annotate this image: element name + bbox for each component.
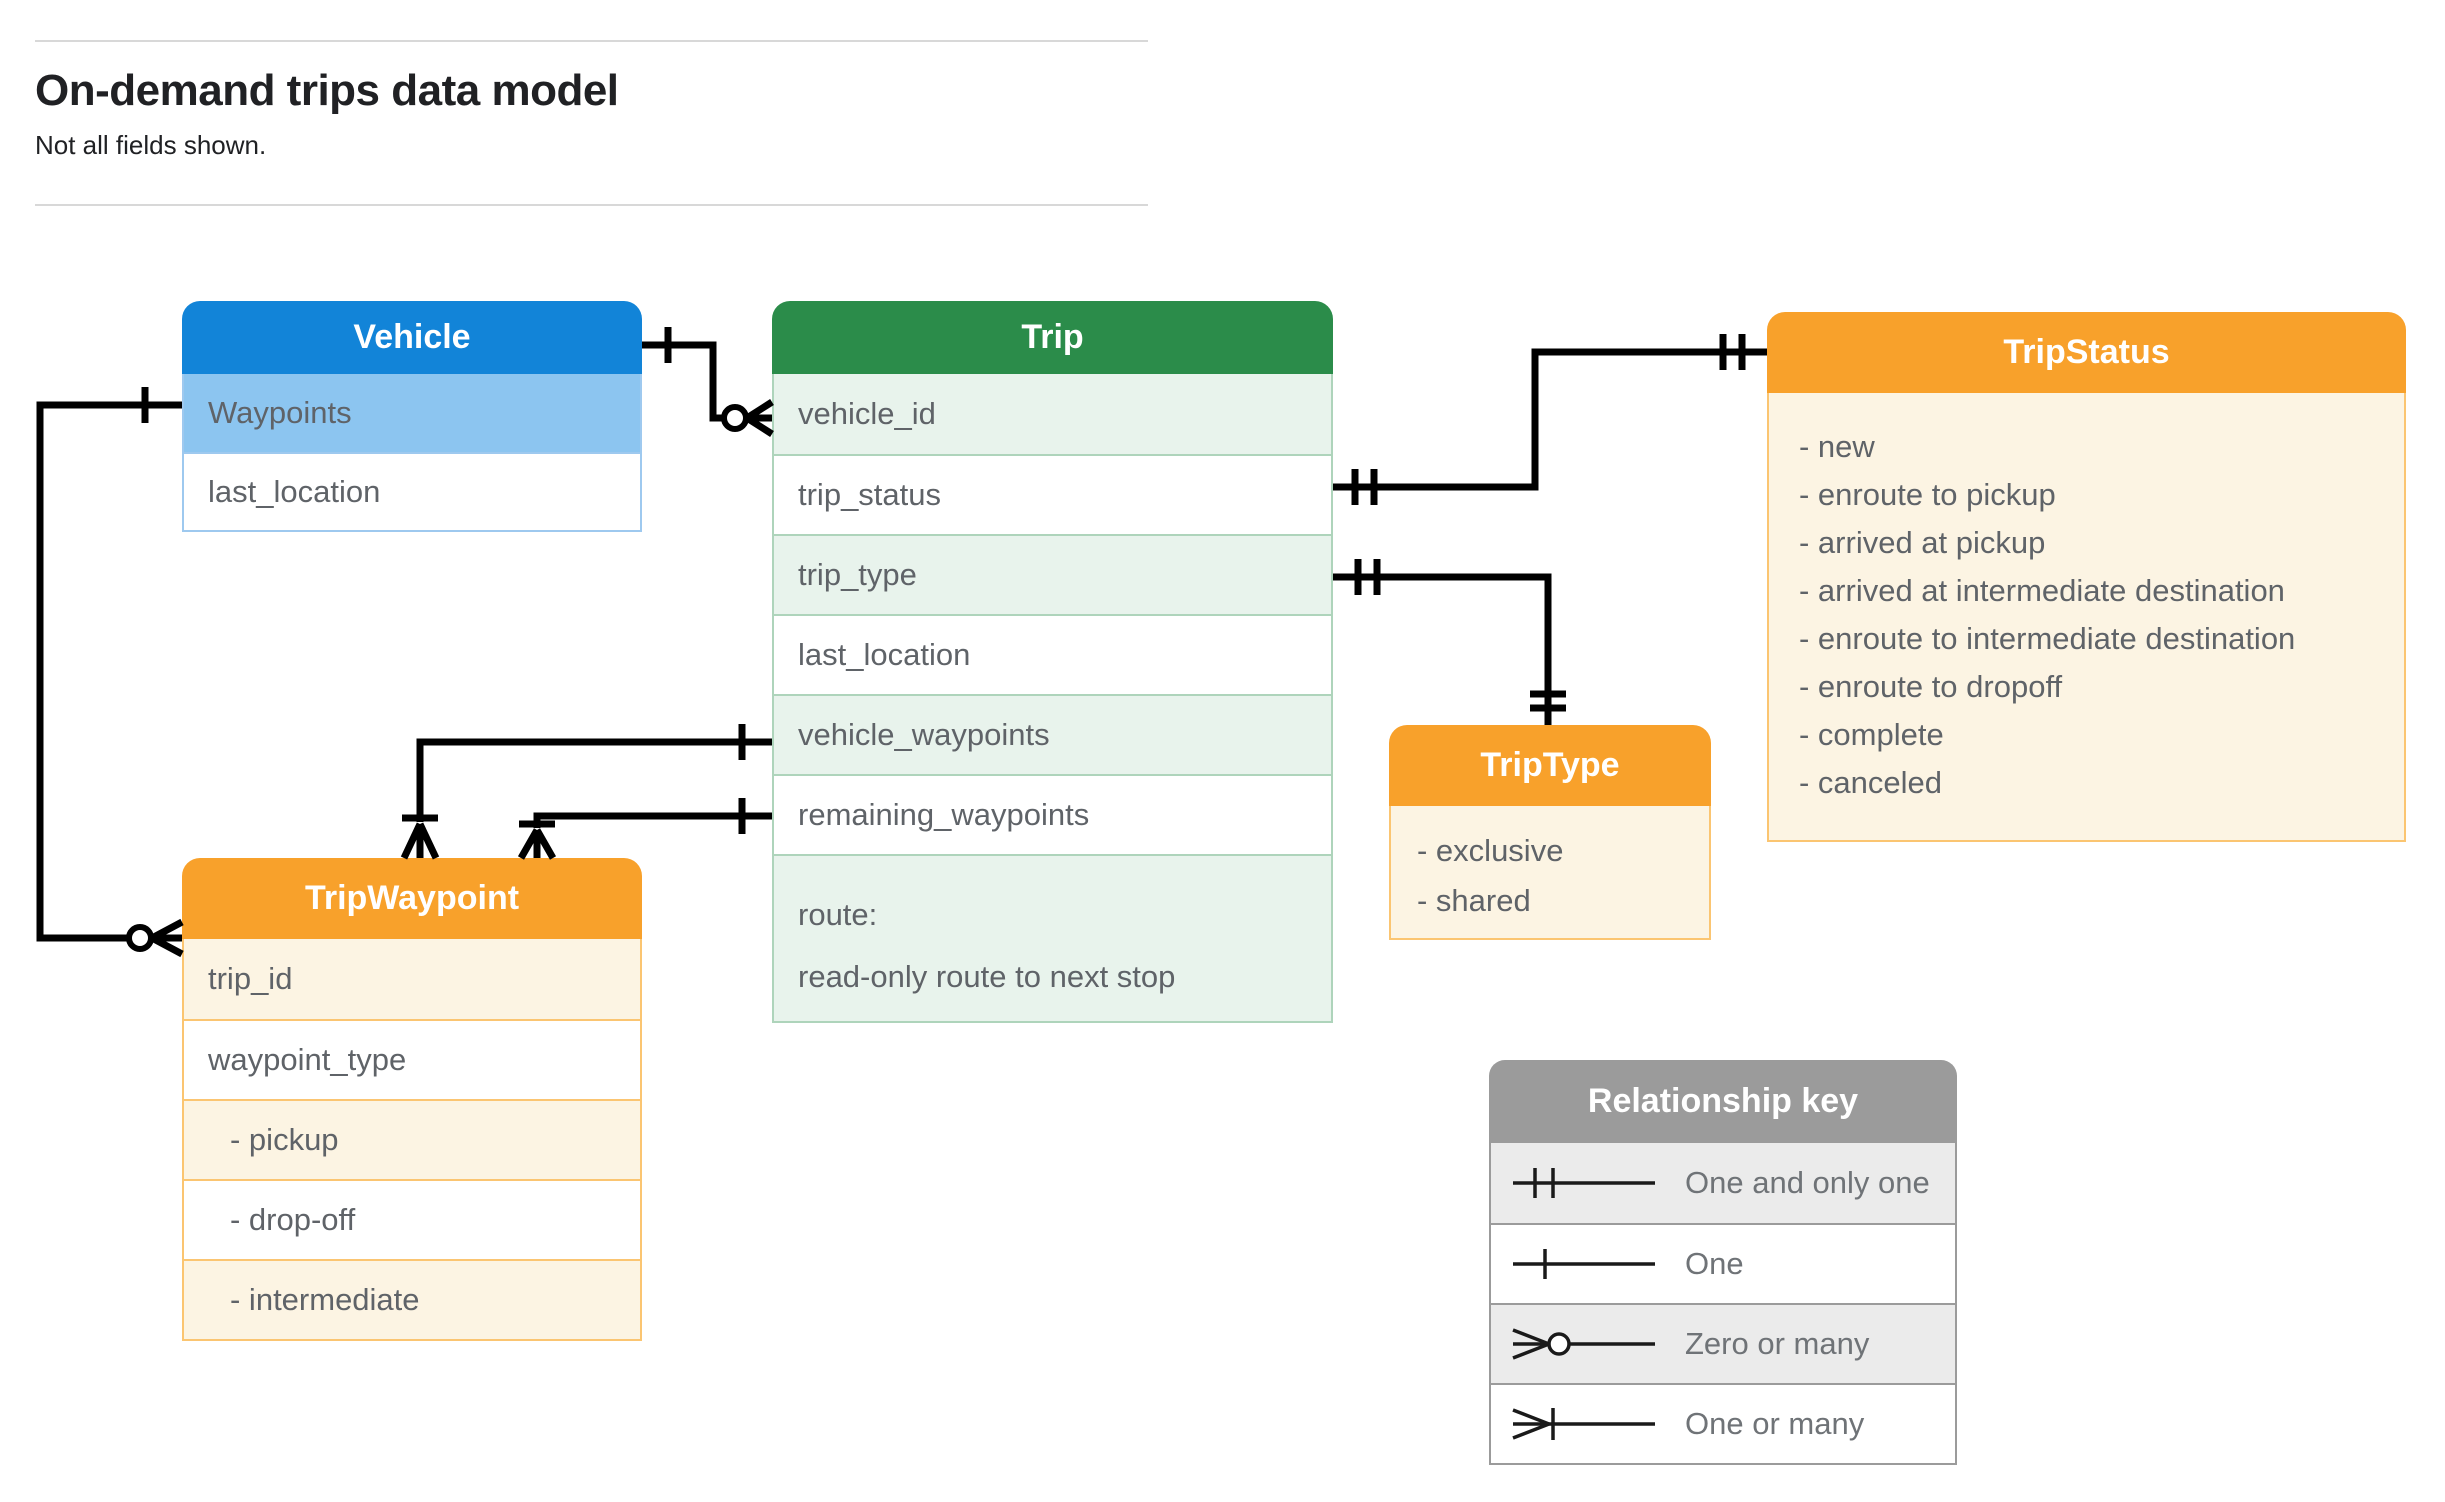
waypoint-type-value-pickup: - pickup [184,1099,640,1179]
trip-type-value: - exclusive [1417,833,1564,868]
connector-trip-type-to-triptype [1333,559,1566,725]
entity-vehicle: Vehicle Waypoints last_location [182,301,642,532]
connector-vehicle-to-trip [642,327,774,437]
entity-trip-type-title: TripType [1389,725,1711,806]
entity-trip: Trip vehicle_id trip_status trip_type la… [772,301,1333,1023]
connector-waypoints-to-tripwaypoint [36,387,184,958]
trip-status-value: - arrived at intermediate destination [1799,573,2285,608]
page-title: On-demand trips data model [35,66,619,115]
entity-trip-status-title: TripStatus [1767,312,2406,393]
one-and-only-one-icon [1513,1168,1655,1198]
header-divider [35,204,1148,206]
one-icon [1513,1249,1655,1279]
entity-trip-title: Trip [772,301,1333,374]
field-trip-vehicle-id: vehicle_id [774,374,1331,454]
connector-remaining-waypoints-to-tripwaypoint [517,798,772,860]
legend-row-one-or-many: One or many [1491,1383,1955,1463]
legend-row-one-and-only-one: One and only one [1491,1143,1955,1223]
field-trip-route-name: route: [798,897,878,932]
trip-status-value: - enroute to dropoff [1799,669,2063,704]
legend-label: Zero or many [1685,1326,1870,1361]
waypoint-type-value-intermediate: - intermediate [184,1259,640,1339]
trip-status-value: - enroute to intermediate destination [1799,621,2296,656]
field-trip-remaining-waypoints: remaining_waypoints [774,774,1331,854]
field-trip-waypoint-trip-id: trip_id [184,939,640,1019]
field-trip-waypoint-type: waypoint_type [184,1019,640,1099]
waypoint-type-value-dropoff: - drop-off [184,1179,640,1259]
entity-trip-waypoint-title: TripWaypoint [182,858,642,939]
field-trip-route: route: read-only route to next stop [774,854,1331,1021]
field-trip-last-location: last_location [774,614,1331,694]
entity-vehicle-title: Vehicle [182,301,642,374]
relationship-key: Relationship key One and only one One [1489,1060,1957,1465]
legend-label: One or many [1685,1406,1865,1441]
legend-label: One [1685,1246,1744,1281]
relationship-key-title: Relationship key [1489,1060,1957,1143]
entity-trip-type: TripType - exclusive - shared [1389,725,1711,940]
trip-status-value: - complete [1799,717,1944,752]
trip-status-value: - enroute to pickup [1799,477,2056,512]
field-trip-status: trip_status [774,454,1331,534]
field-trip-vehicle-waypoints: vehicle_waypoints [774,694,1331,774]
legend-label: One and only one [1685,1165,1930,1200]
field-vehicle-last-location: last_location [184,452,640,530]
legend-row-one: One [1491,1223,1955,1303]
entity-trip-waypoint: TripWaypoint trip_id waypoint_type - pic… [182,858,642,1341]
field-vehicle-waypoints: Waypoints [184,374,640,452]
top-divider [35,40,1148,42]
connector-vehicle-waypoints-to-tripwaypoint [400,724,772,860]
trip-status-value: - new [1799,429,1875,464]
one-or-many-icon [1512,1408,1655,1440]
field-trip-type: trip_type [774,534,1331,614]
zero-or-many-icon [1512,1328,1655,1360]
trip-type-value: - shared [1417,883,1531,918]
field-trip-route-description: read-only route to next stop [798,959,1176,994]
connector-trip-status-to-tripstatus [1333,334,1767,505]
trip-status-value: - arrived at pickup [1799,525,2046,560]
page-subtitle: Not all fields shown. [35,130,267,160]
entity-trip-status: TripStatus - new - enroute to pickup - a… [1767,312,2406,842]
trip-status-value: - canceled [1799,765,1943,800]
legend-row-zero-or-many: Zero or many [1491,1303,1955,1383]
